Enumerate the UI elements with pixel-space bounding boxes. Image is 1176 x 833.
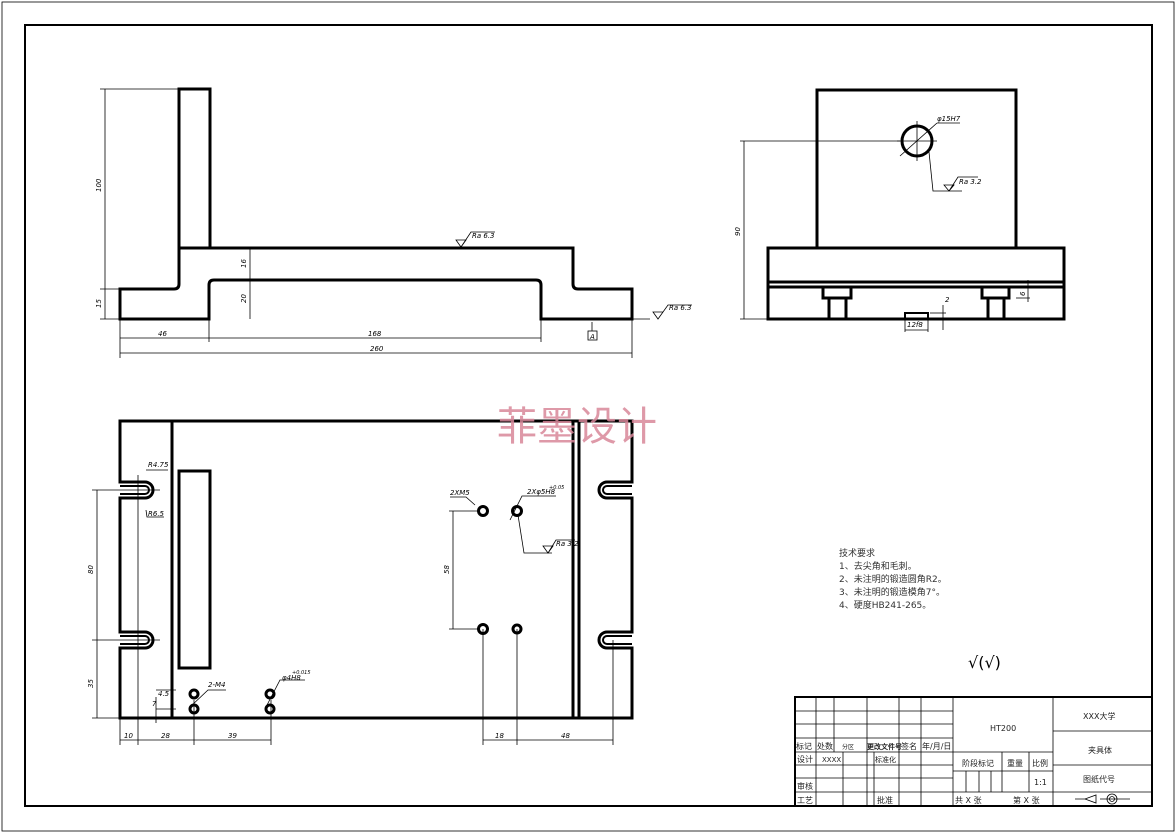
key-width: 12f8 <box>907 321 923 329</box>
rib-outline <box>177 469 212 670</box>
dim-10: 10 <box>124 732 133 740</box>
hole-5-tolerance: +0.05 <box>549 485 564 491</box>
side-view: 90 φ15H7 Ra 3.2 2 6 12f8 <box>734 88 1066 332</box>
dim-35: 35 <box>87 679 95 688</box>
standardization-label: 标准化 <box>875 755 896 764</box>
roughness-top: Ra 6.3 <box>472 232 495 240</box>
dim-2: 2 <box>945 296 950 304</box>
drawing-frame <box>24 24 1153 807</box>
drawing-number-label: 图纸代号 <box>1083 774 1115 784</box>
locating-pin-right <box>980 287 1011 319</box>
dim-39: 39 <box>228 732 237 740</box>
dim-6: 6 <box>1019 291 1027 296</box>
sheet-number: 第 X 张 <box>1013 795 1040 805</box>
tech-requirements: 技术要求 1、去尖角和毛刺。 2、未注明的锻造圆角R2。 3、未注明的锻造模角7… <box>839 547 947 611</box>
radius-r65: R6.5 <box>148 510 165 518</box>
thread-m4: 2-M4 <box>208 681 225 689</box>
tech-req-1: 1、去尖角和毛刺。 <box>839 560 917 572</box>
dim-15: 15 <box>95 299 103 308</box>
u-slots <box>120 485 632 645</box>
approve-label: 批准 <box>877 795 893 805</box>
dim-28: 28 <box>161 732 170 740</box>
review-label: 审核 <box>797 781 813 791</box>
key <box>904 312 929 319</box>
tech-req-3: 3、未注明的锻造模角7°。 <box>839 586 945 598</box>
hdr-zone: 分区 <box>842 743 854 751</box>
bore-label: φ15H7 <box>937 115 961 123</box>
designer-value: XXXX <box>822 756 841 764</box>
material: HT200 <box>990 724 1016 733</box>
dim-58: 58 <box>443 565 451 574</box>
roughness-holes: Ra 3.2 <box>556 540 579 548</box>
dim-7: 7 <box>152 700 157 708</box>
dim-80: 80 <box>87 565 95 574</box>
process-label: 工艺 <box>797 796 813 805</box>
title-block: 标记 处数 分区 更改文件号 签名 年/月/日 设计 XXXX 标准化 审核 工… <box>794 696 1153 807</box>
dim-4-5: 4.5 <box>158 690 170 698</box>
hole-5-label: 2Xφ5H8 <box>527 488 556 496</box>
hdr-sign: 签名 <box>901 741 917 751</box>
dim-100: 100 <box>95 178 103 192</box>
design-label: 设计 <box>797 754 813 764</box>
hdr-count: 处数 <box>817 741 833 751</box>
hdr-mark: 标记 <box>796 741 812 751</box>
base-outline <box>118 246 634 321</box>
radius-r475: R4.75 <box>148 461 169 469</box>
part-name: 夹具体 <box>1088 745 1112 755</box>
dim-168: 168 <box>368 330 382 338</box>
scale-label: 比例 <box>1032 758 1048 768</box>
dim-46: 46 <box>158 330 167 338</box>
stage-mark-label: 阶段标记 <box>962 758 994 768</box>
plate-outline <box>118 419 634 720</box>
dim-260: 260 <box>370 345 384 353</box>
dim-16: 16 <box>240 259 248 268</box>
school-name: XXX大学 <box>1083 711 1115 721</box>
roughness-general-symbol: √(√) <box>968 653 1001 672</box>
datum-a: A <box>589 333 595 341</box>
dim-20: 20 <box>240 294 248 303</box>
hdr-change-doc: 更改文件号 <box>867 742 902 751</box>
weight-label: 重量 <box>1007 758 1023 768</box>
tech-req-4: 4、硬度HB241-265。 <box>839 599 931 611</box>
tech-req-2: 2、未注明的锻造圆角R2。 <box>839 573 947 585</box>
pin-hole-tolerance: +0.015 <box>292 670 311 676</box>
dim-18: 18 <box>495 732 504 740</box>
roughness-bottom: Ra 6.3 <box>669 304 692 312</box>
hdr-date: 年/月/日 <box>922 741 951 751</box>
watermark: 菲墨设计 <box>497 404 657 450</box>
pin-hole-label: φ4H8 <box>282 674 301 682</box>
vertical-rib <box>177 87 212 248</box>
roughness-bore: Ra 3.2 <box>959 178 982 186</box>
scale-value: 1:1 <box>1034 778 1047 787</box>
upright-block <box>815 88 1018 248</box>
total-sheets: 共 X 张 <box>955 796 982 805</box>
holes <box>188 505 523 715</box>
locating-pin-left <box>821 287 853 319</box>
tech-req-title: 技术要求 <box>839 547 875 559</box>
thread-m5: 2XM5 <box>450 489 470 497</box>
plan-view: 80 35 10 28 39 18 48 58 4.5 7 R4.75 R6.5… <box>87 419 634 745</box>
dim-48: 48 <box>561 732 570 740</box>
side-base <box>766 246 1066 321</box>
dim-90: 90 <box>734 227 742 236</box>
front-view: 100 15 16 20 46 168 260 Ra 6.3 Ra 6.3 A <box>95 87 692 358</box>
